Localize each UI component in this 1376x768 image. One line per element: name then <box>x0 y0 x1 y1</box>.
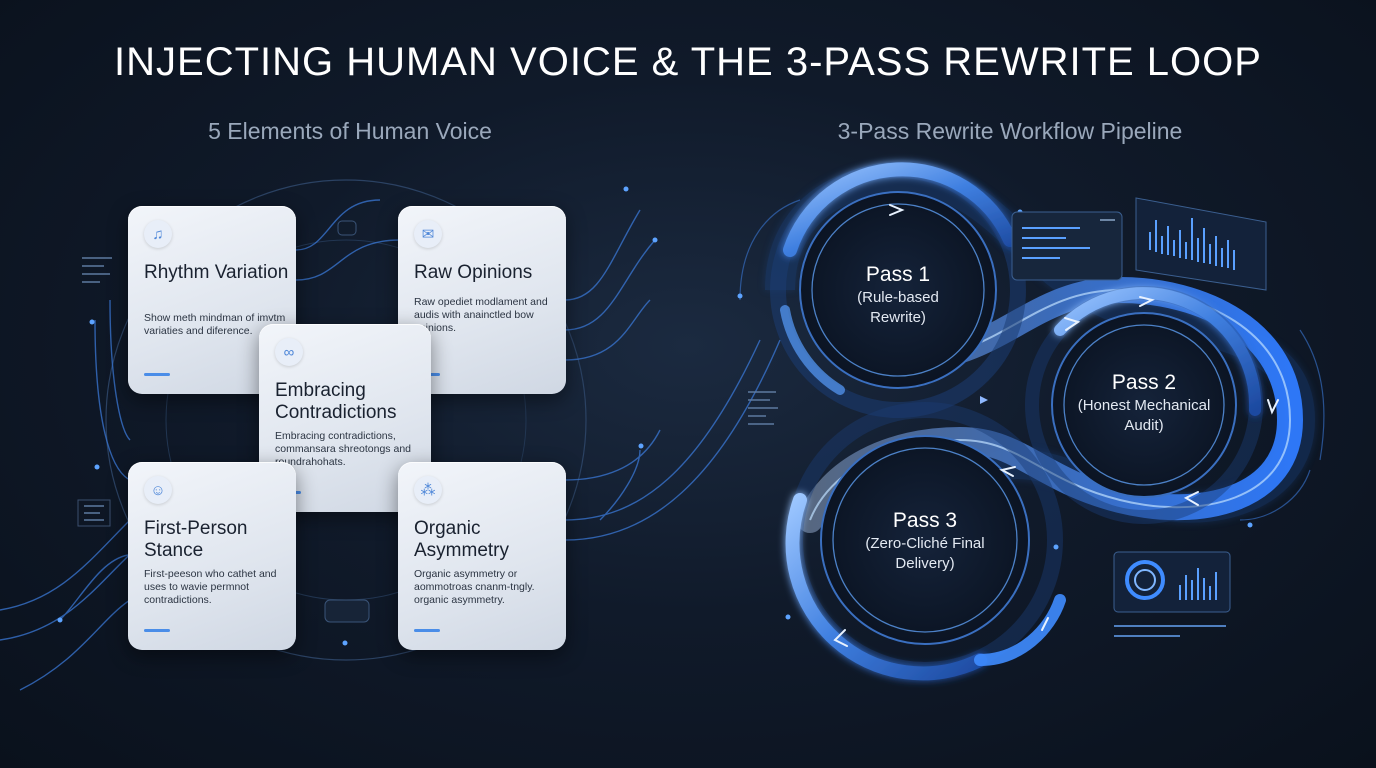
left-subtitle: 5 Elements of Human Voice <box>208 118 492 144</box>
card-accent-bar <box>414 629 440 632</box>
card-description: Organic asymmetry or aommotroas cnanm-tn… <box>414 568 535 606</box>
molecule-icon: ⁂ <box>414 476 442 504</box>
right-subtitle: 3-Pass Rewrite Workflow Pipeline <box>837 118 1183 144</box>
card-description: Embracing contradictions, commansara shr… <box>275 430 411 468</box>
chat-bubble-icon: ✉ <box>414 220 442 248</box>
card-title: Organic Asymmetry <box>414 518 509 561</box>
left-mini-list-bottom <box>77 499 111 527</box>
widget-mini-list-right <box>748 391 778 425</box>
left-flow-lines <box>0 199 781 691</box>
right-flow-lines <box>739 199 1325 521</box>
card-title: First-Person Stance <box>144 518 248 561</box>
pass-description: (Honest Mechanical Audit) <box>1077 397 1211 434</box>
widget-slider-lines <box>1114 625 1226 637</box>
card-description: Raw opediet modlament and audis with ana… <box>414 296 548 334</box>
pipeline-arrows <box>833 204 1279 647</box>
left-mini-chip-top <box>337 220 357 236</box>
card-accent-bar <box>144 629 170 632</box>
small-play-marker <box>980 396 988 404</box>
pass-name: Pass 1 <box>865 263 931 286</box>
left-nodes <box>57 186 658 646</box>
card-title: Rhythm Variation <box>144 262 289 283</box>
widget-bar-chart <box>1135 197 1267 291</box>
page-title: INJECTING HUMAN VOICE & THE 3-PASS REWRI… <box>114 40 1262 84</box>
widget-code-panel <box>1011 211 1123 281</box>
card-accent-bar <box>144 373 170 376</box>
person-icon: ☺ <box>144 476 172 504</box>
left-mini-list-top <box>82 257 112 283</box>
music-note-icon: ♫ <box>144 220 172 248</box>
card-title: Raw Opinions <box>414 262 533 283</box>
card-description: First-peeson who cathet and uses to wavi… <box>144 568 277 606</box>
card-first-person-stance: ☺ First-Person Stance First-peeson who c… <box>128 462 296 650</box>
pass-1-ring <box>770 162 1026 418</box>
pass-name: Pass 2 <box>1111 371 1177 394</box>
left-mini-chip <box>324 599 370 623</box>
pass-name: Pass 3 <box>892 509 958 532</box>
widget-gauge-panel <box>1113 551 1231 613</box>
card-description: Show meth mindman of imvtm variaties and… <box>144 312 286 337</box>
pass-1-label: Pass 1 (Rule-based Rewrite) <box>828 262 968 328</box>
network-circle <box>105 179 587 661</box>
pass-description: (Zero-Cliché Final Delivery) <box>865 535 985 572</box>
pass-description: (Rule-based Rewrite) <box>857 289 939 326</box>
card-organic-asymmetry: ⁂ Organic Asymmetry Organic asymmetry or… <box>398 462 566 650</box>
card-title: Embracing Contradictions <box>275 380 397 423</box>
link-icon: ∞ <box>275 338 303 366</box>
pass-3-label: Pass 3 (Zero-Cliché Final Delivery) <box>845 508 1005 574</box>
pass-2-label: Pass 2 (Honest Mechanical Audit) <box>1064 370 1224 436</box>
card-rhythm-variation: ♫ Rhythm Variation Show meth mindman of … <box>128 206 296 394</box>
pass-2-ring <box>1025 286 1263 524</box>
